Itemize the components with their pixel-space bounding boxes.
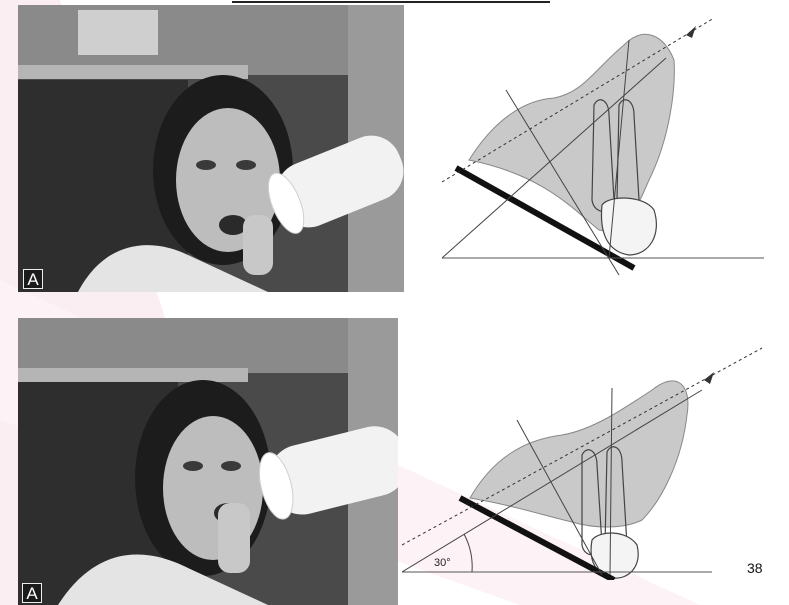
beam-diagram-bottom: 30°	[402, 340, 772, 580]
beam-diagram-top	[424, 0, 769, 300]
panel-label-a: A	[22, 583, 42, 603]
patient-photo-top: A B	[18, 5, 404, 292]
angle-label: 30°	[434, 557, 451, 569]
page-number: 38	[747, 560, 763, 576]
panel-label-a: A	[23, 269, 43, 289]
patient-photo-bottom: A B	[18, 318, 398, 605]
